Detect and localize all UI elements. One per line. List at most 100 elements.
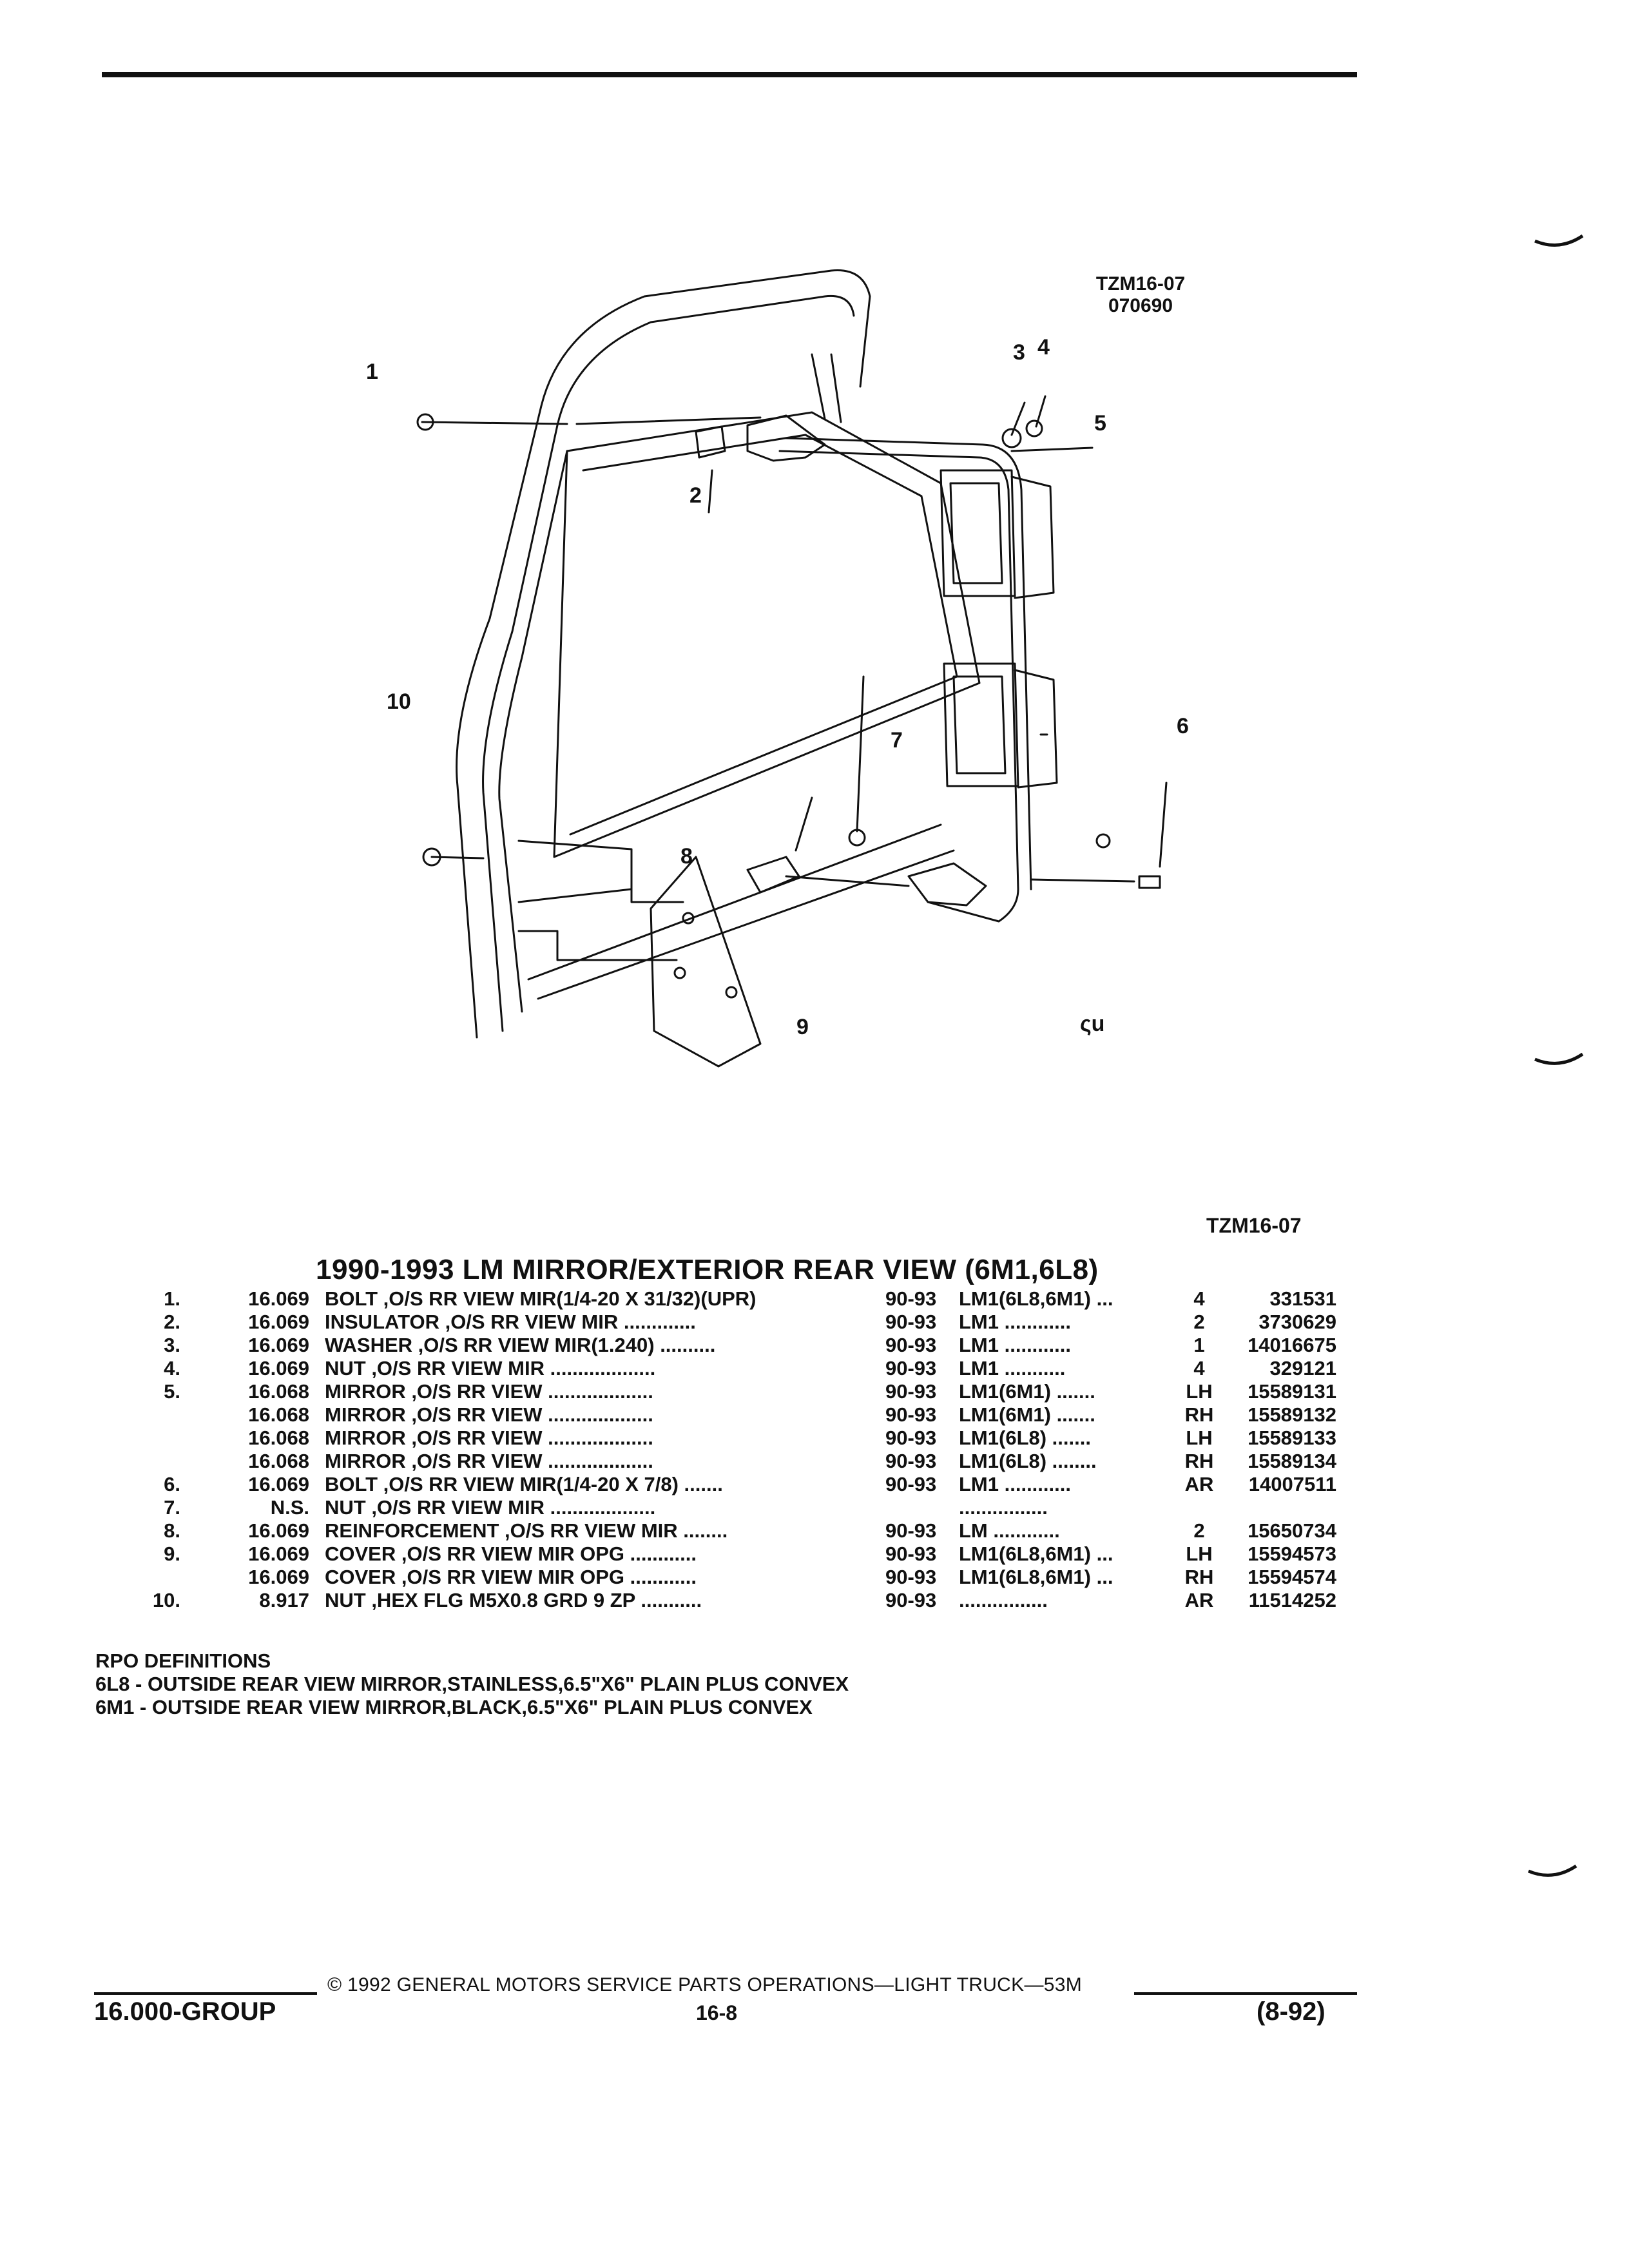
rpo-item: 6M1 - OUTSIDE REAR VIEW MIRROR,BLACK,6.5… (95, 1696, 813, 1718)
cell-model: LM1 ............ (959, 1473, 1071, 1495)
cell-model: LM1(6L8) ....... (959, 1427, 1091, 1449)
cell-grp: 16.068 (248, 1450, 309, 1472)
cell-model: LM1(6L8,6M1) ... (959, 1542, 1113, 1565)
cell-part: 14016675 (1248, 1334, 1336, 1356)
cell-grp: 8.917 (259, 1589, 309, 1611)
footer-rule-left (94, 1992, 317, 1995)
cell-yr: 90-93 (885, 1542, 937, 1565)
cell-part: 15589133 (1248, 1427, 1336, 1449)
cell-desc: BOLT ,O/S RR VIEW MIR(1/4-20 X 31/32)(UP… (325, 1287, 757, 1310)
cell-part: 15589132 (1248, 1403, 1336, 1426)
cell-desc: COVER ,O/S RR VIEW MIR OPG ............ (325, 1566, 697, 1588)
cell-desc: BOLT ,O/S RR VIEW MIR(1/4-20 X 7/8) ....… (325, 1473, 723, 1495)
cell-desc: MIRROR ,O/S RR VIEW ................... (325, 1380, 653, 1403)
cell-part: 329121 (1269, 1357, 1336, 1379)
cell-part: 15594574 (1248, 1566, 1336, 1588)
cell-yr: 90-93 (885, 1473, 937, 1495)
cell-grp: 16.069 (248, 1519, 309, 1542)
cell-qty: 4 (1193, 1287, 1205, 1310)
cell-part: 15594573 (1248, 1542, 1336, 1565)
cell-part: 3730629 (1258, 1311, 1336, 1333)
binding-mark (1528, 1864, 1577, 1877)
cell-qty: 1 (1193, 1334, 1205, 1356)
cell-desc: INSULATOR ,O/S RR VIEW MIR ............. (325, 1311, 696, 1333)
callout-4: 4 (1037, 335, 1050, 360)
callout-9: 9 (796, 1015, 809, 1039)
cell-qty: 4 (1193, 1357, 1205, 1379)
cell-model: LM ............ (959, 1519, 1060, 1542)
cell-part: 14007511 (1248, 1473, 1336, 1495)
cell-yr: 90-93 (885, 1589, 937, 1611)
binding-mark (1534, 234, 1584, 247)
cell-grp: 16.069 (248, 1566, 309, 1588)
lower-mirror-head (943, 662, 1019, 787)
cell-idx: 6. (164, 1473, 180, 1495)
exploded-diagram: 1 2 3 4 5 6 7 8 9 10 ςu (366, 269, 1189, 1068)
table-row: 7.N.S.NUT ,O/S RR VIEW MIR .............… (129, 1496, 1336, 1519)
callout-1: 1 (366, 360, 378, 384)
cell-idx: 3. (164, 1334, 180, 1356)
cell-yr: 90-93 (885, 1403, 937, 1426)
cell-desc: COVER ,O/S RR VIEW MIR OPG ............ (325, 1542, 697, 1565)
callout-3: 3 (1013, 340, 1025, 365)
cell-model: LM1 ........... (959, 1357, 1066, 1379)
cell-desc: MIRROR ,O/S RR VIEW ................... (325, 1450, 653, 1472)
gm-logo-mark: ςu (1080, 1012, 1104, 1036)
cell-idx: 2. (164, 1311, 180, 1333)
cell-yr: 90-93 (885, 1334, 937, 1356)
cell-model: LM1(6L8,6M1) ... (959, 1287, 1113, 1310)
table-row: 3. 16.069 WASHER ,O/S RR VIEW MIR(1.240) .… (129, 1334, 1336, 1357)
cell-idx (129, 1403, 180, 1427)
cell-desc: WASHER ,O/S RR VIEW MIR(1.240) .........… (325, 1334, 716, 1356)
lower-bracket (907, 862, 987, 907)
cell-desc: MIRROR ,O/S RR VIEW ................... (325, 1427, 653, 1449)
cell-idx: 1. (164, 1287, 180, 1310)
cell-idx: 4. (164, 1357, 180, 1379)
reinforcement-plate (650, 856, 762, 1068)
cell-qty: RH (1184, 1403, 1214, 1426)
cell-grp: 16.069 (248, 1357, 309, 1379)
window-glass (553, 411, 981, 858)
top-rule (102, 72, 1357, 77)
cell-qty: AR (1184, 1473, 1214, 1495)
cell-model: LM1 ............ (959, 1334, 1071, 1356)
cell-desc: REINFORCEMENT ,O/S RR VIEW MIR ........ (325, 1519, 728, 1542)
cell-grp: 16.069 (248, 1311, 309, 1333)
cell-yr: 90-93 (885, 1427, 937, 1449)
callout-5: 5 (1094, 411, 1106, 436)
parts-table: 1. 16.069 BOLT ,O/S RR VIEW MIR(1/4-20 X 3… (129, 1287, 1336, 1612)
footer-rule-right (1134, 1992, 1357, 1995)
callout-2: 2 (689, 483, 702, 508)
cell-qty (1178, 1496, 1220, 1519)
table-row: 2. 16.069 INSULATOR ,O/S RR VIEW MIR .....… (129, 1311, 1336, 1334)
cell-yr: 90-93 (885, 1450, 937, 1472)
door-frame-inner (482, 294, 855, 1032)
cell-model: LM1 ............ (959, 1311, 1071, 1333)
cell-part: 15589131 (1248, 1380, 1336, 1403)
cell-grp: 16.069 (248, 1334, 309, 1356)
cell-yr: 90-93 (885, 1566, 937, 1588)
table-row: 16.068 MIRROR ,O/S RR VIEW ..............… (129, 1450, 1336, 1473)
cell-idx: 10. (152, 1589, 180, 1611)
figure-code: TZM16-07 070690 (1063, 273, 1218, 317)
cell-desc: MIRROR ,O/S RR VIEW ................... (325, 1403, 653, 1426)
callout-10: 10 (387, 689, 411, 714)
table-row: 4. 16.069 NUT ,O/S RR VIEW MIR ...........… (129, 1357, 1336, 1380)
cell-desc: NUT ,O/S RR VIEW MIR ................... (325, 1357, 656, 1379)
cell-qty: LH (1186, 1542, 1213, 1565)
callout-8: 8 (680, 844, 693, 869)
mirror-arm (778, 450, 1019, 923)
cell-part: 15650734 (1248, 1519, 1336, 1542)
footer-copyright: © 1992 GENERAL MOTORS SERVICE PARTS OPER… (327, 1974, 1083, 1995)
cell-yr: 90-93 (885, 1357, 937, 1379)
cell-model: LM1(6L8,6M1) ... (959, 1566, 1113, 1588)
cell-desc: NUT ,O/S RR VIEW MIR ................... (325, 1496, 656, 1519)
page-title: 1990-1993 LM MIRROR/EXTERIOR REAR VIEW (… (316, 1254, 1099, 1285)
cell-yr (885, 1496, 950, 1519)
